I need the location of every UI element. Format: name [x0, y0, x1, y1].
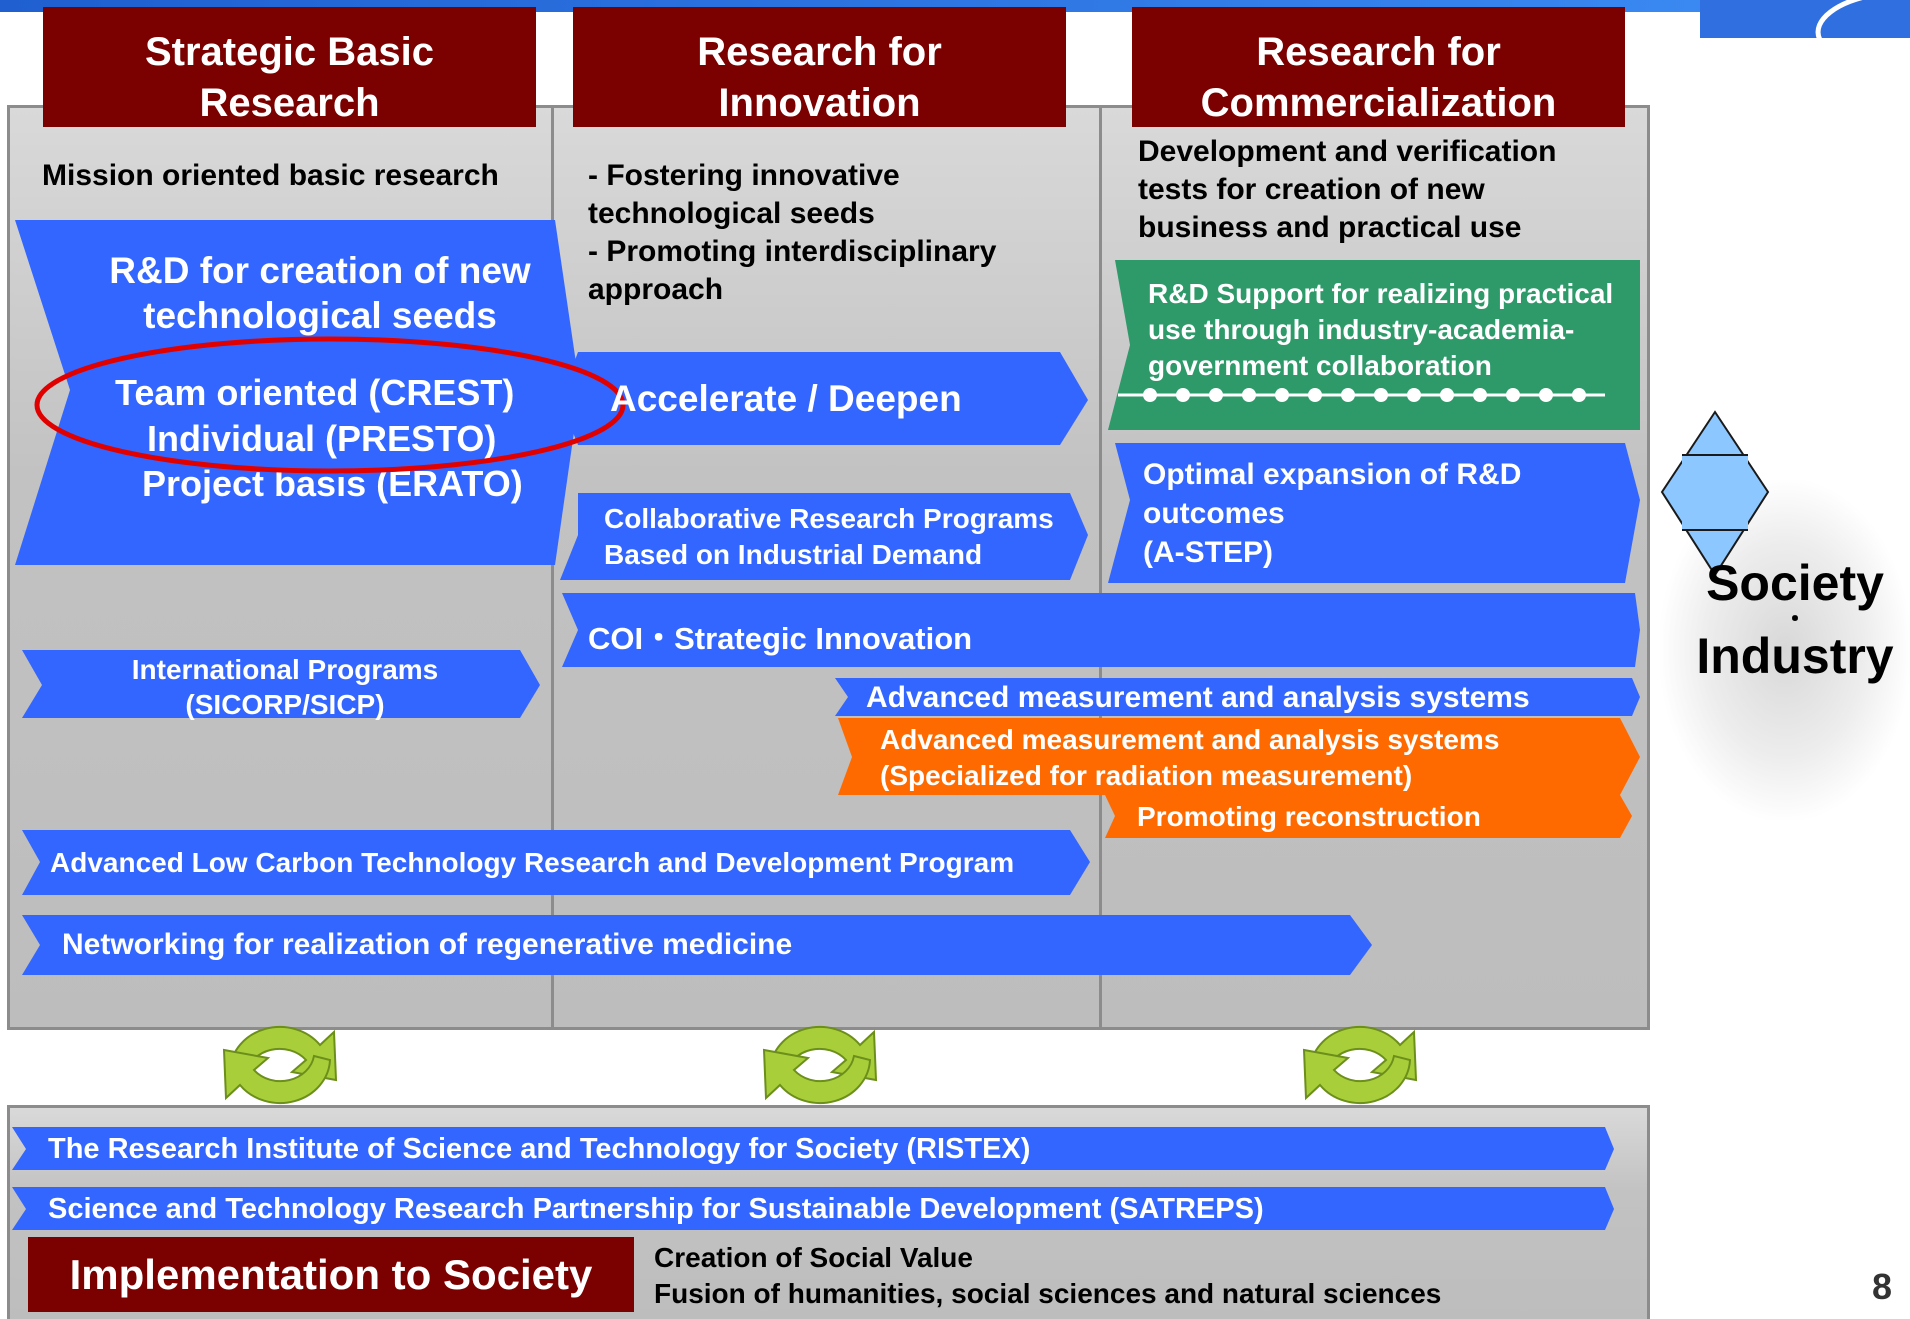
accelerate-label: Accelerate / Deepen	[610, 378, 962, 419]
low-carbon-label: Advanced Low Carbon Technology Research …	[50, 847, 1015, 878]
society-text: Society	[1706, 555, 1884, 611]
arrow-accelerate	[560, 352, 1088, 445]
desc-line: - Fostering innovative	[588, 159, 900, 192]
desc-commercialization: Development and verification tests for c…	[1138, 133, 1556, 247]
double-arrow-icon	[1660, 410, 1770, 577]
recycle-arrows-icon	[222, 1025, 338, 1105]
dot-row	[1143, 388, 1586, 402]
header-line: Innovation	[718, 81, 921, 125]
reconstruction-label: Promoting reconstruction	[1137, 801, 1481, 832]
satreps-label: Science and Technology Research Partners…	[48, 1193, 1264, 1225]
label-line: (A-STEP)	[1143, 536, 1273, 569]
individual-label: Individual (PRESTO)	[147, 418, 497, 459]
implementation-box: Implementation to Society	[28, 1237, 634, 1312]
adv-measure-rad-label: Advanced measurement and analysis system…	[880, 722, 1499, 794]
arrow-low-carbon	[22, 830, 1090, 895]
label-line: Collaborative Research Programs	[604, 503, 1054, 534]
society-dot: ・	[1783, 606, 1807, 633]
arrow-adv-measure	[835, 678, 1640, 716]
regenerative-label: Networking for realization of regenerati…	[62, 928, 793, 961]
desc-line: technological seeds	[588, 197, 875, 230]
adv-measure-label: Advanced measurement and analysis system…	[866, 681, 1530, 714]
desc-line: business and practical use	[1138, 211, 1522, 244]
header-line: Research	[199, 81, 380, 125]
social-value-text: Creation of Social Value Fusion of human…	[654, 1240, 1441, 1312]
arrow-collab	[560, 493, 1088, 580]
label-line: (SICORP/SICP)	[185, 689, 385, 720]
header-line: Research for	[697, 30, 942, 74]
header-line: Strategic Basic	[144, 30, 435, 74]
recycle-arrows-icon	[1302, 1025, 1418, 1105]
desc-line: - Promoting interdisciplinary	[588, 235, 997, 268]
label-line: R&D for creation of new	[109, 250, 531, 291]
label-line: Advanced measurement and analysis system…	[880, 724, 1500, 755]
collab-label: Collaborative Research Programs Based on…	[604, 501, 1054, 573]
label-line: Optimal expansion of R&D	[1143, 458, 1522, 491]
page-number: 8	[1872, 1266, 1893, 1307]
optimal-label: Optimal expansion of R&D outcomes (A-STE…	[1143, 455, 1521, 572]
arrow-reconstruction	[1105, 795, 1632, 838]
desc-line: tests for creation of new	[1138, 173, 1485, 206]
rd-support-label: R&D Support for realizing practical use …	[1148, 276, 1613, 384]
arrow-optimal	[1108, 443, 1640, 583]
social-line: Creation of Social Value	[654, 1242, 973, 1273]
ristex-label: The Research Institute of Science and Te…	[48, 1133, 1031, 1165]
label-line: (Specialized for radiation measurement)	[880, 760, 1413, 791]
header-line: Research for	[1256, 30, 1501, 74]
label-line: government collaboration	[1148, 350, 1492, 381]
desc-line: Development and verification	[1138, 135, 1557, 168]
society-industry-label: Society ・ Industry	[1680, 555, 1910, 684]
rd-seeds-label: R&D for creation of new technological se…	[100, 248, 540, 338]
label-line: International Programs	[131, 654, 439, 685]
label-line: R&D Support for realizing practical	[1148, 278, 1614, 309]
international-label: International Programs (SICORP/SICP)	[60, 652, 510, 722]
arrow-coi	[562, 593, 1640, 667]
recycle-arrows-icon	[762, 1025, 878, 1105]
team-oriented-label: Team oriented (CREST)	[115, 372, 515, 413]
label-line: outcomes	[1143, 497, 1285, 530]
coi-label: COI・Strategic Innovation	[588, 621, 973, 656]
header-strategic-basic-research: Strategic Basic Research	[43, 7, 536, 127]
label-line: Based on Industrial Demand	[604, 539, 983, 570]
arrow-regenerative	[22, 915, 1372, 975]
label-line: use through industry-academia-	[1148, 314, 1575, 345]
desc-basic: Mission oriented basic research	[42, 159, 499, 192]
desc-innovation: - Fostering innovative technological see…	[588, 157, 996, 309]
header-research-for-innovation: Research for Innovation	[573, 7, 1066, 127]
arrow-rd-support	[1108, 260, 1640, 430]
arrow-international	[22, 650, 540, 718]
header-line: Commercialization	[1200, 81, 1557, 125]
industry-text: Industry	[1696, 628, 1894, 684]
logo-swoosh	[1700, 0, 1910, 40]
social-line: Fusion of humanities, social sciences an…	[654, 1278, 1442, 1309]
header-research-for-commercialization: Research for Commercialization	[1132, 7, 1625, 127]
arrow-adv-measure-rad	[838, 718, 1640, 795]
desc-line: approach	[588, 273, 724, 306]
arrow-rd-seeds	[15, 220, 580, 565]
label-line: technological seeds	[143, 295, 497, 336]
